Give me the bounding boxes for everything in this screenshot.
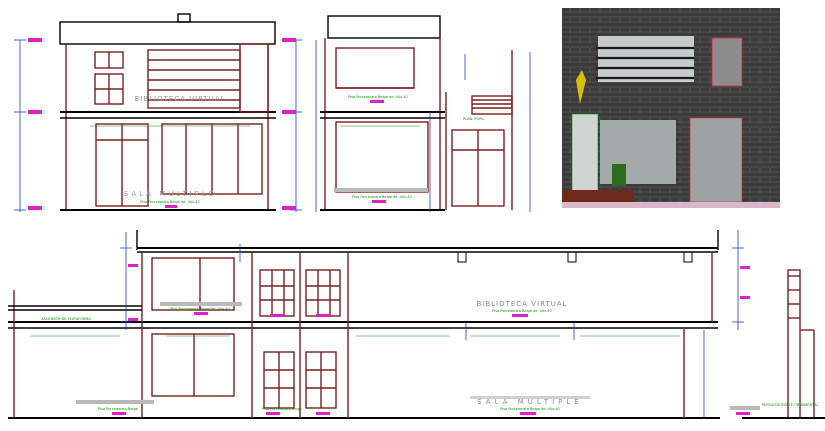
long-section-grey-bar	[470, 396, 590, 399]
section-a-tag	[165, 205, 177, 208]
right-tag	[736, 412, 750, 415]
right-grey-bar	[730, 406, 760, 410]
long-section-floor-note-2: Piso Porcelanato Beige de .40x.40	[500, 407, 559, 411]
level-tag	[28, 110, 42, 114]
decorative-plant	[576, 70, 586, 104]
stair-tag	[266, 412, 280, 415]
section-b	[320, 15, 513, 211]
section-b-tag-2	[372, 200, 386, 203]
facade-elevation	[562, 8, 780, 208]
section-b-floor-note-2: Piso Porcelanato Beige de .40x.40	[352, 195, 411, 199]
louver-bars	[596, 46, 694, 80]
level-tag	[740, 296, 750, 299]
room-floor-note: Piso Porcelanato Beige de .40x.40	[170, 307, 229, 311]
level-tag	[282, 110, 296, 114]
section-b-tag	[370, 100, 384, 103]
level-tag	[282, 38, 296, 42]
long-section-tag-2	[520, 412, 536, 415]
section-b-grey-bar	[334, 188, 428, 192]
long-section-dimensions	[120, 230, 744, 418]
long-section-label-biblioteca: BIBLIOTECA VIRTUAL	[476, 300, 567, 308]
stair-glass	[571, 113, 599, 193]
planter	[612, 164, 626, 186]
stair-tag-3	[270, 314, 284, 317]
stair-tag-2	[316, 412, 330, 415]
room-grey-bar	[160, 302, 242, 306]
room-tag-2	[112, 412, 126, 415]
level-tag	[28, 206, 42, 210]
long-section-label-sala: SALA MULTIPLE	[477, 398, 582, 406]
section-b-floor-note: Piso Porcelanato Beige de .40x.40	[348, 95, 407, 99]
section-b-dimensions	[315, 40, 531, 212]
level-tag	[128, 318, 138, 321]
lower-glass-panel	[600, 120, 676, 184]
long-section-floor-note: Piso Porcelanato Beige de .40x.40	[492, 309, 551, 313]
entrance-door	[689, 117, 743, 203]
left-wing-label: ASCENSOR DE PLATAFORMA	[41, 317, 91, 321]
column-notches	[457, 251, 693, 263]
section-a-floor-note: Piso Porcelanato Beige de .40x.40	[140, 200, 199, 204]
level-tag	[740, 266, 750, 269]
level-tag	[282, 206, 296, 210]
long-section	[8, 230, 825, 419]
room-floor-note-2: Piso Porcelanato Beige	[98, 407, 138, 411]
right-wing-label: REPISA DE ROBLE ORNAMENTAL	[762, 403, 819, 407]
side-window	[711, 37, 743, 87]
section-a-label-biblioteca: BIBLIOTECA VIRTUAL	[134, 95, 225, 103]
stair-floor-note: Piso Porcelanato Beige	[262, 407, 302, 411]
long-section-tag	[512, 314, 528, 317]
level-tag	[128, 264, 138, 267]
section-a	[59, 13, 276, 211]
section-a-label-sala: SALA MULTIPLE	[124, 190, 216, 198]
slab-annotations	[30, 125, 680, 337]
ground-strip	[562, 202, 780, 208]
corner-note: PLAN. PORC.	[463, 117, 485, 121]
room-grey-bar-2	[76, 400, 154, 404]
planter-box	[562, 190, 634, 204]
room-tag	[194, 312, 208, 315]
stair-tag-4	[316, 314, 330, 317]
level-tag	[28, 38, 42, 42]
